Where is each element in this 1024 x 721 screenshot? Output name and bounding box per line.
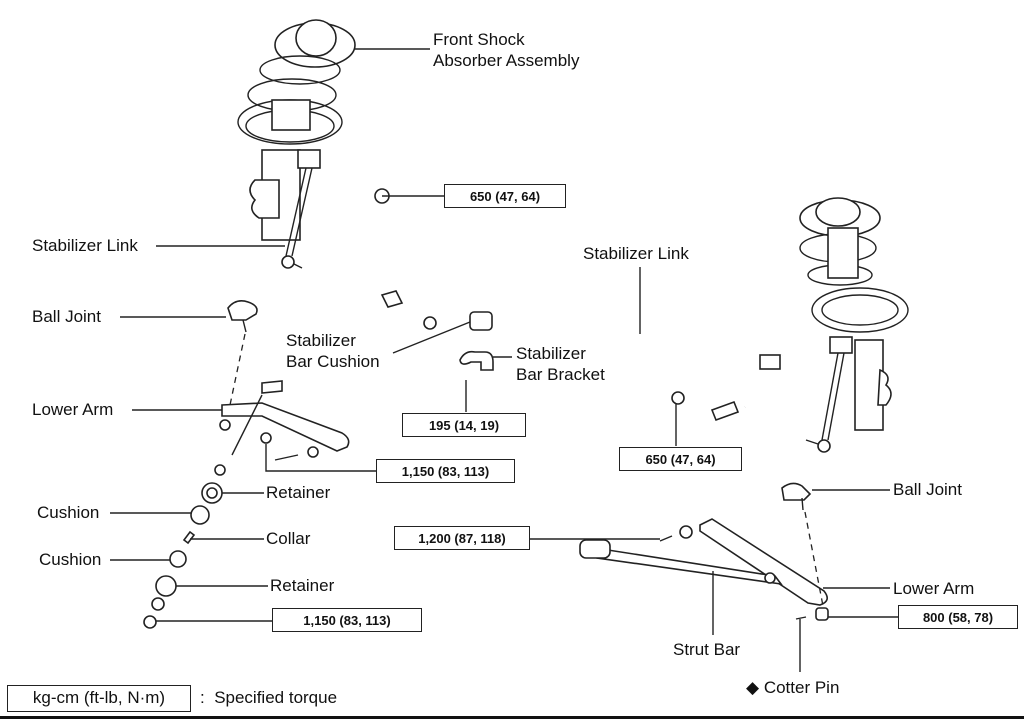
label-stabilizer-bar-cushion-line1: Stabilizer [286,331,356,350]
label-stabilizer-bar-bracket-line2: Bar Bracket [516,365,605,384]
label-collar: Collar [266,529,311,548]
ball-joint-guide-line-right [804,511,824,607]
label-strut-bar: Strut Bar [673,640,741,659]
stabilizer-bar-cushion [469,311,493,331]
label-stabilizer-link-right: Stabilizer Link [583,244,689,263]
label-stabilizer-link-left: Stabilizer Link [32,236,138,255]
label-cushion-upper: Cushion [37,503,100,522]
torque-spec-strut-bar-bolt: 1,200 (87, 118) [394,526,530,550]
left-lower-arm [219,300,350,461]
label-front-shock-absorber-line1: Front Shock [433,30,525,49]
cotter-pin-text: Cotter Pin [763,678,840,697]
ball-joint-guide-line-left [229,333,246,406]
label-cushion-lower: Cushion [39,550,102,569]
label-retainer-upper: Retainer [266,483,331,502]
legend-description: : Specified torque [200,688,337,708]
torque-spec-ball-joint-nut: 800 (58, 78) [898,605,1018,629]
right-lower-arm [579,482,829,621]
bottom-border-rule [0,716,1024,719]
label-ball-joint-left: Ball Joint [32,307,101,326]
label-ball-joint-right: Ball Joint [893,480,962,499]
bracket-nut [423,316,437,330]
label-lower-arm-right: Lower Arm [893,579,975,598]
torque-spec-lower-arm-bolt: 1,150 (83, 113) [376,459,515,483]
right-shock-absorber [799,197,909,453]
non-reusable-part-marker-icon: ◆ [746,678,760,697]
strut-bar-hardware-stack [143,464,226,629]
label-retainer-lower: Retainer [270,576,335,595]
legend-separator: : [200,688,205,707]
legend-description-text: Specified torque [214,688,338,707]
label-lower-arm-left: Lower Arm [32,400,114,419]
legend-units-box: kg-cm (ft-lb, N·m) [7,685,191,712]
label-stabilizer-bar-cushion-line2: Bar Cushion [286,352,380,371]
left-shock-absorber [237,19,356,269]
leader-lines [110,48,898,672]
torque-spec-link-nut-right: 650 (47, 64) [619,447,742,471]
torque-spec-link-nut-top: 650 (47, 64) [444,184,566,208]
torque-spec-strut-bar-nut: 1,150 (83, 113) [272,608,422,632]
stabilizer-bar [380,267,787,422]
stabilizer-bar-bracket [459,350,494,371]
torque-spec-bracket-bolt: 195 (14, 19) [402,413,526,437]
label-stabilizer-bar-bracket-line1: Stabilizer [516,344,586,363]
label-cotter-pin: ◆ Cotter Pin [746,678,839,698]
label-front-shock-absorber-line2: Absorber Assembly [433,51,580,70]
link-nut-right [671,391,685,405]
